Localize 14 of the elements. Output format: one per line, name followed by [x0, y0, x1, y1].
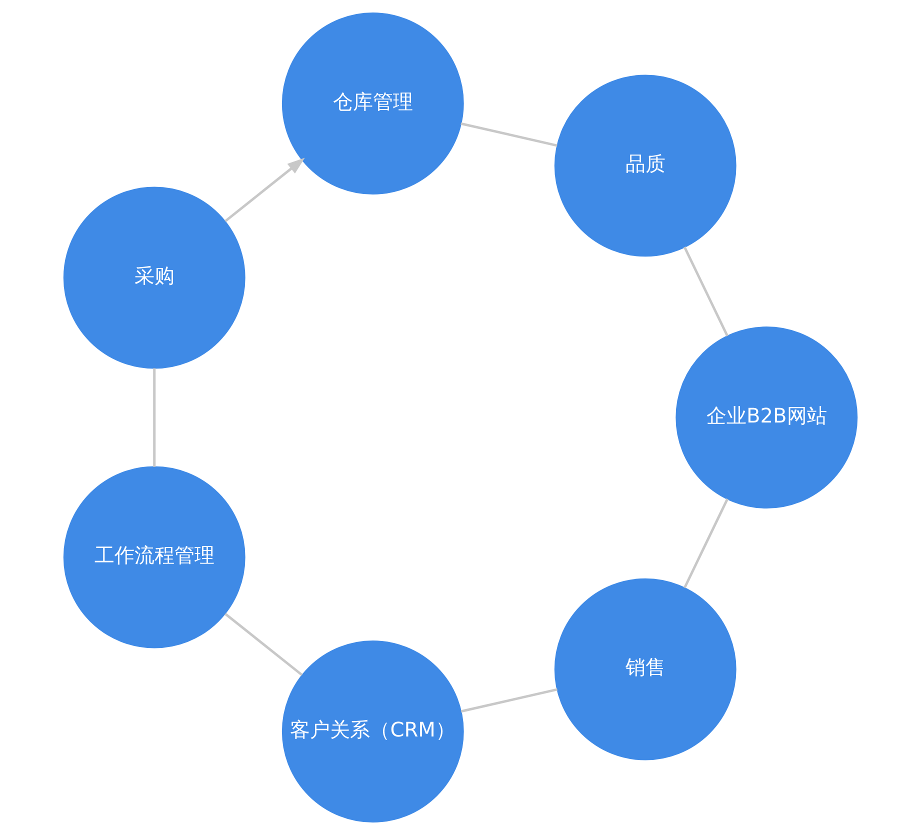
node-circle: 品质: [554, 74, 736, 257]
node-circle: 企业B2B网站: [675, 326, 858, 508]
node-circle: 客户关系（CRM）: [281, 640, 464, 822]
connector: [152, 368, 156, 467]
connector: [683, 498, 728, 588]
connector: [682, 246, 728, 336]
node-circle: 销售: [554, 578, 736, 760]
connector: [224, 612, 302, 676]
connector: [460, 122, 557, 147]
node-circle: 工作流程管理: [62, 466, 245, 648]
node-circle: 采购: [62, 186, 245, 369]
connector: [460, 688, 558, 713]
node-circle: 仓库管理: [281, 12, 464, 194]
arrow: [224, 158, 304, 222]
